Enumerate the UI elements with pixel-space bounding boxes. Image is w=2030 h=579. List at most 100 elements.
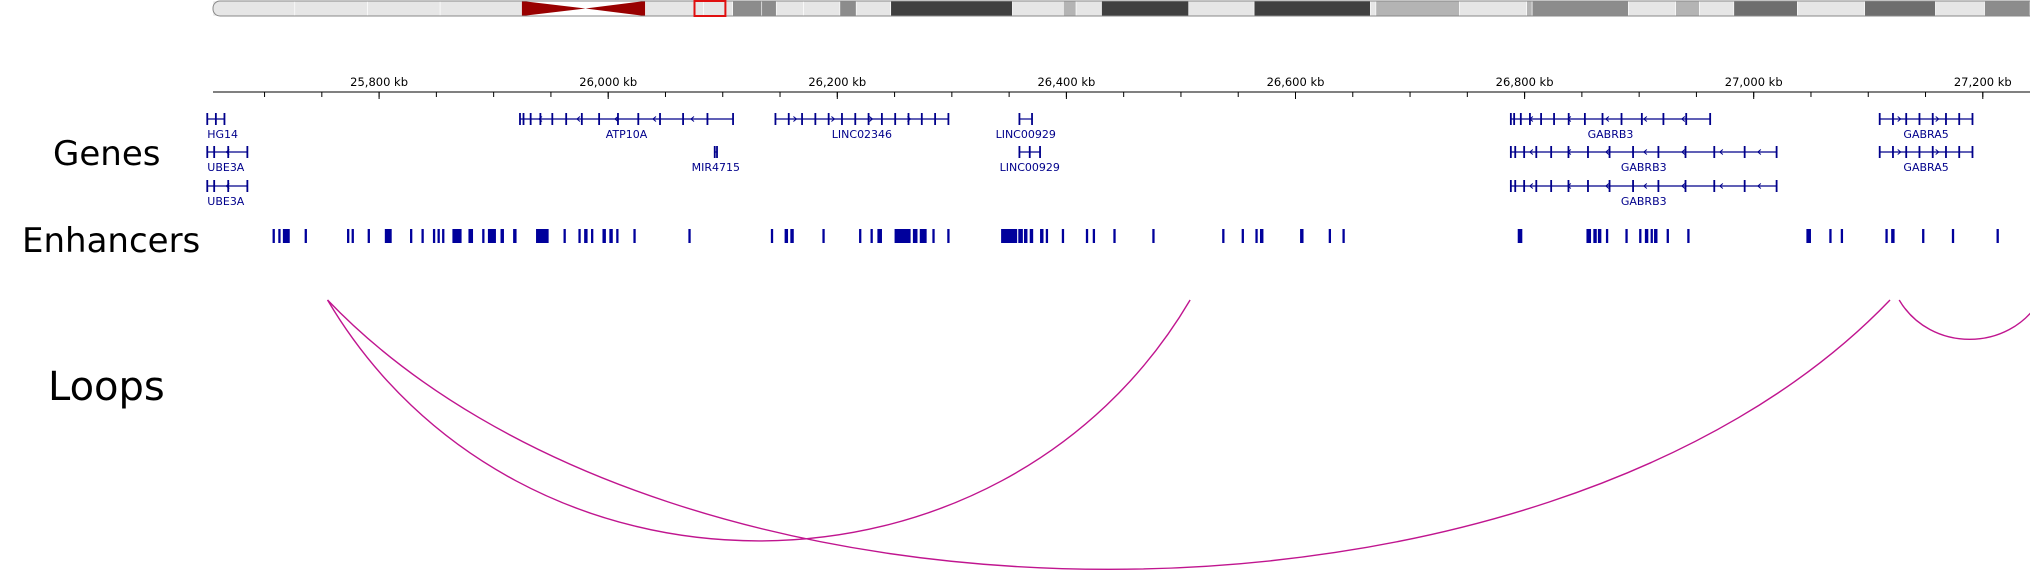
enhancer-region[interactable] [859,229,862,243]
loops-track[interactable] [326,299,2030,571]
enhancer-region[interactable] [272,229,275,243]
enhancer-region[interactable] [932,229,935,243]
enhancer-region[interactable] [912,229,918,243]
enhancer-region[interactable] [1040,229,1044,243]
enhancer-region[interactable] [1045,229,1049,243]
chromatin-loop-arc[interactable] [326,299,1191,542]
enhancer-region[interactable] [1085,229,1089,243]
enhancer-region[interactable] [1625,229,1628,243]
gene-model[interactable]: ATP10A [519,113,734,141]
enhancer-region[interactable] [790,229,794,243]
enhancer-region[interactable] [304,229,307,243]
enhancer-region[interactable] [1259,229,1264,243]
gene-model[interactable]: LINC00929 [996,113,1056,141]
enhancer-region[interactable] [421,229,424,243]
enhancer-region[interactable] [616,229,619,243]
enhancer-region[interactable] [500,229,504,243]
enhancer-region[interactable] [563,229,566,243]
enhancer-region[interactable] [351,229,354,243]
gene-model[interactable]: GABRB3 [1509,146,1778,174]
enhancer-region[interactable] [770,229,774,243]
gene-model[interactable]: GABRB3 [1509,113,1712,141]
enhancer-region[interactable] [482,229,485,243]
enhancer-region[interactable] [947,229,950,243]
enhancer-region[interactable] [282,229,290,243]
enhancer-region[interactable] [367,229,370,243]
enhancer-region[interactable] [1593,229,1597,243]
enhancer-region[interactable] [347,229,350,243]
enhancer-region[interactable] [1639,229,1642,243]
enhancer-region[interactable] [487,229,496,243]
enhancer-region[interactable] [688,229,691,243]
enhancers-track[interactable] [272,229,1999,243]
enhancer-region[interactable] [1152,229,1155,243]
enhancer-region[interactable] [894,229,911,243]
enhancer-region[interactable] [609,229,613,243]
enhancer-region[interactable] [1092,229,1096,243]
enhancer-region[interactable] [1951,229,1955,243]
gene-model[interactable]: GABRA5 [1878,146,1974,174]
gene-model[interactable]: GABRA5 [1878,113,1974,141]
chromosome-ideogram[interactable] [212,0,2030,17]
gene-model[interactable]: LINC00929 [1000,146,1060,174]
gene-model[interactable]: GABRB3 [1509,180,1778,208]
enhancer-region[interactable] [1061,229,1065,243]
enhancer-region[interactable] [1018,229,1023,243]
enhancer-region[interactable] [1666,229,1669,243]
enhancer-region[interactable] [591,229,594,243]
enhancer-region[interactable] [1885,229,1888,243]
enhancer-region[interactable] [1342,229,1345,243]
gene-model[interactable]: MIR4715 [692,146,740,174]
gene-model[interactable]: LINC02346 [774,113,950,141]
enhancer-region[interactable] [1605,229,1609,243]
enhancer-region[interactable] [1650,229,1653,243]
enhancer-region[interactable] [870,229,873,243]
enhancer-region[interactable] [1829,229,1832,243]
gene-model[interactable]: UBE3A [206,146,249,174]
enhancer-region[interactable] [1644,229,1649,243]
enhancer-region[interactable] [410,229,413,243]
enhancer-region[interactable] [1029,229,1034,243]
enhancer-region[interactable] [513,229,517,243]
enhancer-region[interactable] [1001,229,1018,243]
enhancer-region[interactable] [432,229,436,243]
enhancer-region[interactable] [1241,229,1244,243]
enhancer-region[interactable] [633,229,636,243]
enhancer-region[interactable] [1328,229,1332,243]
enhancer-region[interactable] [452,229,462,243]
enhancer-region[interactable] [1586,229,1592,243]
enhancer-region[interactable] [1517,229,1523,243]
enhancer-region[interactable] [822,229,825,243]
enhancer-region[interactable] [437,229,440,243]
enhancer-region[interactable] [384,229,392,243]
enhancer-region[interactable] [1300,229,1304,243]
gene-model[interactable]: HG14 [206,113,238,141]
enhancer-region[interactable] [584,229,588,243]
enhancer-region[interactable] [536,229,549,243]
enhancer-region[interactable] [1922,229,1925,243]
enhancer-region[interactable] [1113,229,1116,243]
chromatin-loop-arc[interactable] [1898,299,2030,340]
enhancer-region[interactable] [784,229,789,243]
enhancer-region[interactable] [877,229,882,243]
enhancer-region[interactable] [278,229,281,243]
enhancer-region[interactable] [1024,229,1028,243]
enhancer-region[interactable] [602,229,606,243]
enhancer-region[interactable] [1840,229,1844,243]
enhancer-region[interactable] [1806,229,1811,243]
enhancer-region[interactable] [919,229,927,243]
enhancer-region[interactable] [1654,229,1658,243]
enhancer-region[interactable] [578,229,581,243]
enhancer-region[interactable] [1255,229,1258,243]
enhancer-region[interactable] [1687,229,1690,243]
enhancer-region[interactable] [1222,229,1225,243]
enhancer-region[interactable] [1597,229,1602,243]
enhancer-region[interactable] [468,229,474,243]
enhancer-region[interactable] [442,229,445,243]
current-region-highlight[interactable] [693,0,727,17]
enhancer-region[interactable] [1996,229,1999,243]
chromatin-loop-arc[interactable] [327,299,1891,571]
gene-model[interactable]: UBE3A [206,180,249,208]
